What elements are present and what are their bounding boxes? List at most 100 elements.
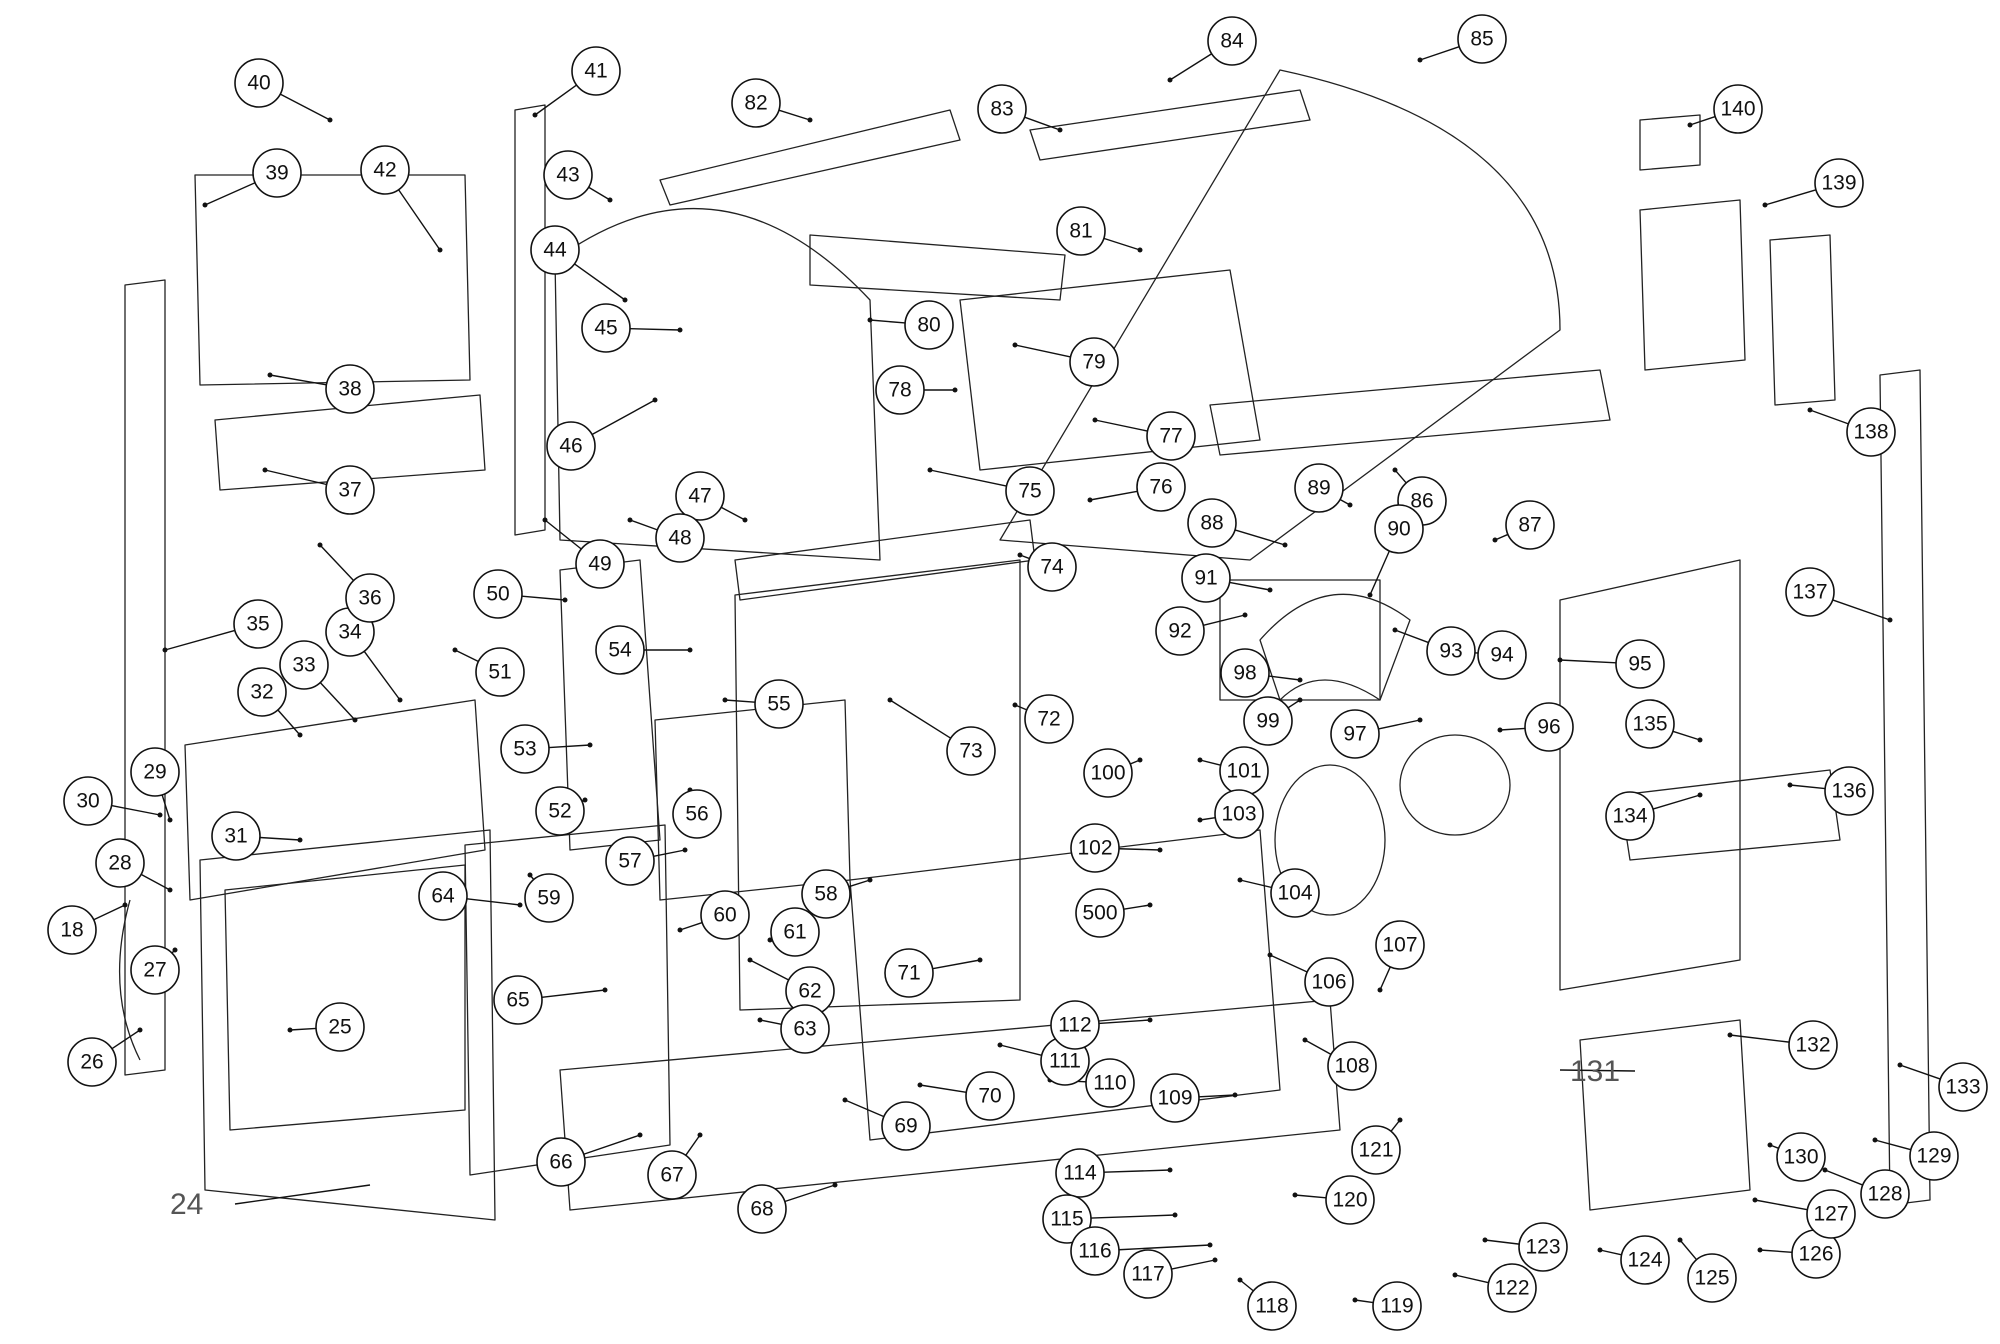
- leader-tip-41: [532, 112, 538, 118]
- callout-44: 44: [530, 225, 580, 275]
- callout-label: 81: [1069, 220, 1092, 243]
- leader-86: [1394, 469, 1407, 484]
- callout-label: 92: [1168, 620, 1191, 643]
- callout-27: 27: [130, 945, 180, 995]
- callout-label: 123: [1525, 1236, 1560, 1259]
- part-heat-exchanger-72: [734, 559, 1021, 1011]
- callout-label: 110: [1093, 1072, 1126, 1095]
- callout-label: 102: [1077, 837, 1112, 860]
- leader-137: [1832, 599, 1891, 621]
- part-gasket-138: [1769, 234, 1836, 406]
- callout-label: 82: [744, 92, 767, 115]
- leader-tip-96: [1497, 727, 1503, 733]
- leader-96: [1499, 727, 1526, 731]
- callout-label: 53: [513, 738, 536, 761]
- callout-label: 133: [1945, 1076, 1980, 1099]
- leader-tip-132: [1727, 1032, 1733, 1038]
- callout-label: 54: [608, 639, 632, 662]
- leader-tip-97: [1417, 717, 1423, 723]
- callout-131: 131: [1570, 1055, 1620, 1088]
- callout-label: 99: [1256, 710, 1279, 733]
- part-base-tray-111: [849, 829, 1281, 1141]
- leader-tip-120: [1292, 1192, 1298, 1198]
- leader-tip-89: [1347, 502, 1353, 508]
- callout-label: 79: [1082, 351, 1105, 374]
- callout-33: 33: [279, 640, 329, 690]
- part-frame-65: [464, 824, 671, 1176]
- leader-25: [289, 1027, 317, 1031]
- callout-label: 85: [1470, 28, 1493, 51]
- callout-label: 132: [1795, 1034, 1830, 1057]
- callout-label: 66: [549, 1151, 572, 1174]
- callout-139: 139: [1814, 158, 1864, 208]
- leader-91: [1229, 581, 1271, 591]
- callout-label: 104: [1277, 882, 1312, 905]
- leader-135: [1672, 730, 1701, 741]
- leader-tip-58: [867, 877, 873, 883]
- leader-97: [1378, 719, 1421, 730]
- callout-122: 122: [1487, 1263, 1537, 1313]
- callout-label: 116: [1078, 1240, 1111, 1263]
- leader-115: [1090, 1214, 1176, 1219]
- callout-68: 68: [737, 1184, 787, 1234]
- callout-label: 119: [1380, 1295, 1413, 1318]
- callout-39: 39: [252, 148, 302, 198]
- leader-tip-51: [452, 647, 458, 653]
- callout-label: 107: [1382, 934, 1417, 957]
- callout-47: 47: [675, 471, 725, 521]
- leader-90: [1369, 550, 1390, 596]
- leader-104: [1239, 879, 1272, 889]
- leader-119: [1354, 1299, 1374, 1304]
- leader-133: [1899, 1064, 1941, 1080]
- leader-73: [889, 699, 952, 739]
- leader-tip-90: [1367, 592, 1373, 598]
- leader-83: [1024, 116, 1061, 131]
- callout-label: 121: [1358, 1139, 1393, 1162]
- leader-tip-91: [1267, 587, 1273, 593]
- callout-65: 65: [493, 975, 543, 1025]
- callout-label: 51: [488, 661, 511, 684]
- callout-label: 59: [537, 887, 560, 910]
- leader-125: [1679, 1239, 1698, 1261]
- leader-tip-80: [867, 317, 873, 323]
- callout-120: 120: [1325, 1175, 1375, 1225]
- callout-107: 107: [1375, 920, 1425, 970]
- leader-tip-92: [1242, 612, 1248, 618]
- callout-70: 70: [965, 1071, 1015, 1121]
- callout-label: 114: [1063, 1162, 1097, 1185]
- callout-97: 97: [1330, 709, 1380, 759]
- leader-tip-78: [952, 387, 958, 393]
- leader-95: [1559, 659, 1617, 664]
- leader-139: [1764, 189, 1817, 206]
- callout-71: 71: [884, 948, 934, 998]
- leader-30: [111, 804, 161, 816]
- callout-29: 29: [130, 747, 180, 797]
- part-panel-32: [184, 699, 486, 901]
- leader-tip-65: [602, 987, 608, 993]
- leader-tip-106: [1267, 952, 1273, 958]
- leader-tip-124: [1597, 1247, 1603, 1253]
- leader-84: [1169, 53, 1213, 81]
- part-bracket-82: [659, 109, 961, 206]
- leader-69: [844, 1099, 885, 1118]
- leader-34: [363, 650, 401, 701]
- callout-138: 138: [1846, 407, 1896, 457]
- leader-51: [454, 649, 479, 663]
- part-cover-140: [1639, 114, 1701, 171]
- callout-32: 32: [237, 667, 287, 717]
- callout-label: 58: [814, 883, 837, 906]
- leader-500: [1123, 904, 1151, 910]
- callout-label: 93: [1439, 640, 1462, 663]
- callout-label: 106: [1311, 971, 1346, 994]
- leader-tip-500: [1147, 902, 1153, 908]
- callout-140: 140: [1713, 84, 1763, 134]
- leader-46: [591, 399, 656, 436]
- callout-label: 34: [338, 621, 362, 644]
- leader-tip-99: [1297, 697, 1303, 703]
- leader-tip-133: [1897, 1062, 1903, 1068]
- leader-57: [653, 849, 686, 857]
- callout-label: 91: [1194, 567, 1217, 590]
- callout-100: 100: [1083, 748, 1133, 798]
- callout-84: 84: [1207, 16, 1257, 66]
- leader-138: [1809, 409, 1849, 425]
